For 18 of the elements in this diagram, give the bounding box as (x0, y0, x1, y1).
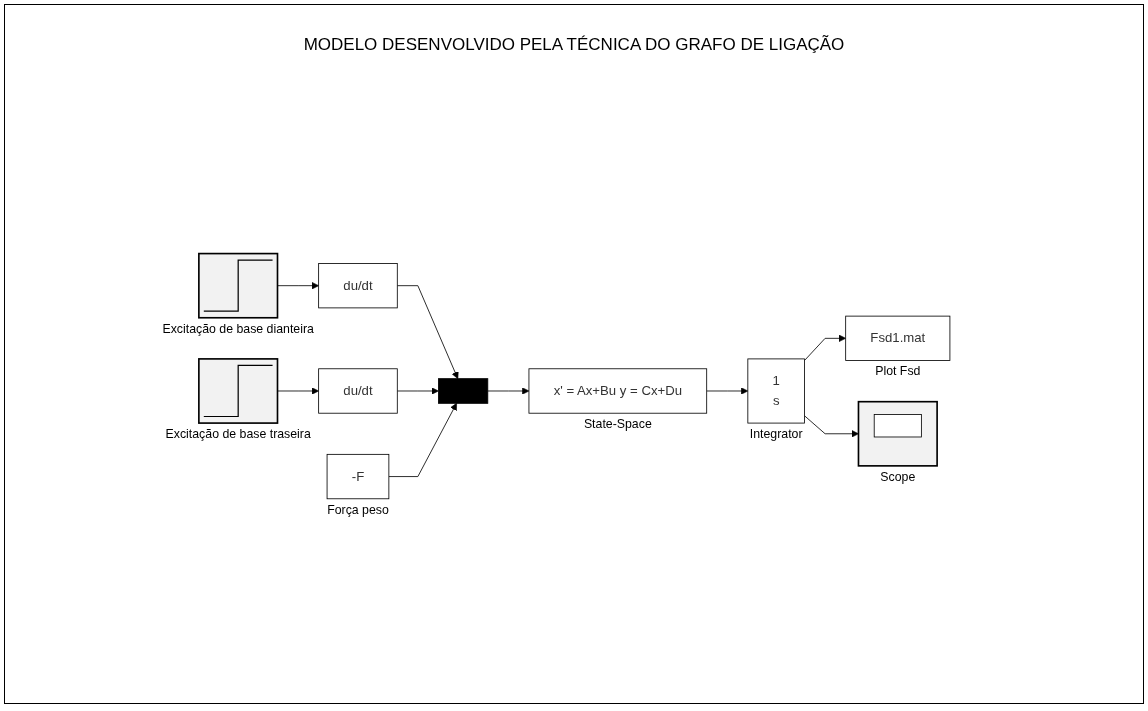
node-bar (437, 378, 488, 405)
block-name: Excitação de base dianteira (162, 322, 314, 337)
node-box: x' = Ax+Bu y = Cx+Du (528, 368, 707, 415)
block-name: Plot Fsd (874, 364, 920, 379)
node-box: -F (326, 454, 389, 500)
node-box: du/dt (317, 368, 398, 415)
block-name: Força peso (326, 503, 389, 518)
node-box: du/dt (317, 263, 398, 309)
node-box: Fsd1.mat (844, 316, 950, 362)
node-picture (857, 401, 938, 468)
block-name: Integrator (749, 427, 803, 442)
block-name: Scope (879, 470, 915, 485)
block-name: State-Space (583, 417, 652, 432)
diagram-title: MODELO DESENVOLVIDO PELA TÉCNICA DO GRAFO DE LIGAÇÃO (303, 35, 845, 55)
node-picture (197, 358, 278, 425)
node-picture (197, 253, 278, 320)
node-box: 1 s (747, 358, 805, 424)
block-name: Excitação de base traseira (165, 427, 311, 442)
